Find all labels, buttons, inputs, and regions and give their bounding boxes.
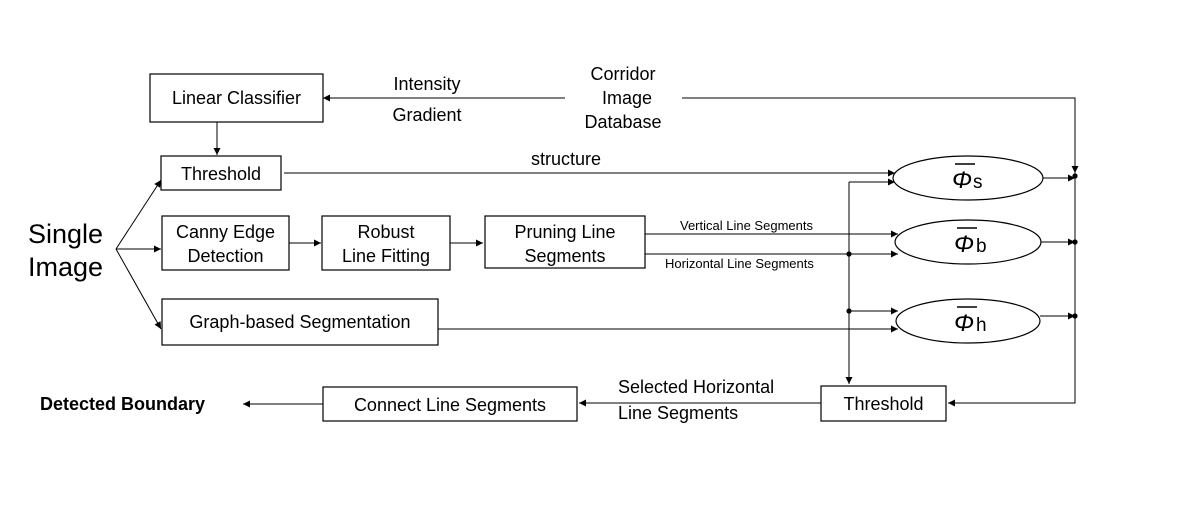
threshold-top-label: Threshold — [181, 164, 261, 184]
selected-label-line1: Selected Horizontal — [618, 377, 774, 397]
database-label-line3: Database — [584, 112, 661, 132]
collector-dot-h — [1072, 313, 1078, 319]
edge-input-graph — [115, 248, 162, 330]
svg-text:h: h — [976, 315, 987, 336]
phi-h-node: Φ h — [895, 298, 1041, 344]
collector-dot-s — [1072, 173, 1078, 179]
edge-collector-threshold — [948, 98, 1076, 407]
robust-box — [321, 215, 451, 271]
database-label-line2: Image — [602, 88, 652, 108]
threshold-bottom-label: Threshold — [843, 394, 923, 414]
robust-label-line2: Line Fitting — [342, 246, 430, 266]
threshold-top-box — [160, 155, 282, 191]
phi-b-node: Φ b — [894, 219, 1042, 265]
gradient-label: Gradient — [392, 105, 461, 125]
canny-label-line1: Canny Edge — [176, 222, 275, 242]
selected-label-line2: Line Segments — [618, 403, 738, 423]
robust-label-line1: Robust — [357, 222, 414, 242]
edge-input-threshold — [115, 179, 162, 250]
svg-text:Φ: Φ — [952, 167, 972, 194]
vertical-segments-label: Vertical Line Segments — [680, 218, 813, 233]
svg-text:s: s — [973, 172, 983, 193]
svg-text:Φ: Φ — [954, 310, 974, 337]
pruning-label-line1: Pruning Line — [514, 222, 615, 242]
database-label-line1: Corridor — [590, 64, 655, 84]
connect-segments-box — [322, 386, 578, 422]
connect-segments-label: Connect Line Segments — [354, 395, 546, 415]
intensity-label: Intensity — [393, 74, 460, 94]
collector-dot-b — [1072, 239, 1078, 245]
structure-label: structure — [531, 149, 601, 169]
output-label: Detected Boundary — [40, 394, 205, 414]
junction-dot-b — [846, 251, 852, 257]
graph-segmentation-box — [161, 298, 439, 346]
svg-text:b: b — [976, 236, 987, 257]
pruning-label-line2: Segments — [524, 246, 605, 266]
pruning-box — [484, 215, 646, 269]
canny-label-line2: Detection — [187, 246, 263, 266]
canny-box — [161, 215, 290, 271]
phi-s-node: Φ s — [892, 155, 1044, 201]
horizontal-segments-label: Horizontal Line Segments — [665, 256, 814, 271]
graph-segmentation-label: Graph-based Segmentation — [189, 312, 410, 332]
linear-classifier-label: Linear Classifier — [172, 88, 301, 108]
input-label-line2: Image — [28, 252, 103, 282]
input-label-line1: Single — [28, 219, 103, 249]
junction-dot-h — [846, 308, 852, 314]
svg-text:Φ: Φ — [954, 231, 974, 258]
